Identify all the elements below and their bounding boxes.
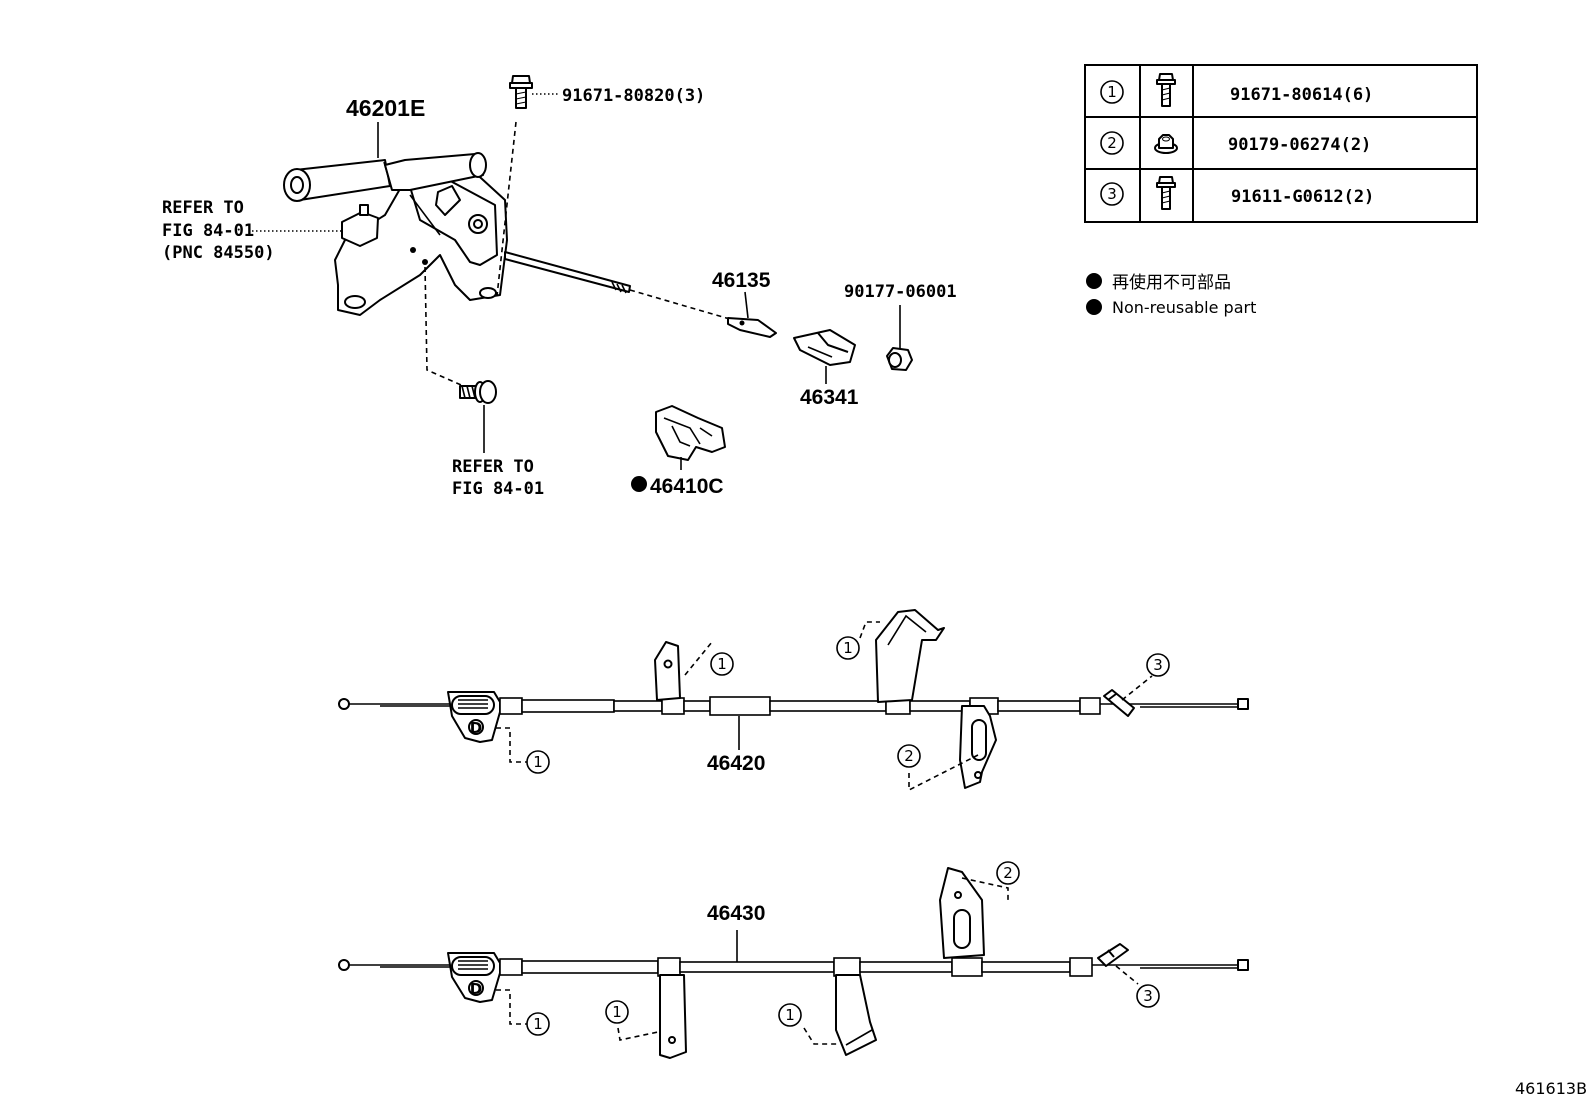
callout-circle (996, 861, 1020, 885)
callout-circle (1100, 182, 1124, 206)
nut-part-90177: 90177-06001 (844, 282, 957, 371)
part-label-90177-06001: 90177-06001 (844, 282, 957, 302)
callout-circle (1100, 131, 1124, 155)
flange-bolt-icon (1156, 176, 1176, 210)
callout-3: 3 (1143, 987, 1153, 1005)
part-label-46410c: 46410C (650, 475, 724, 498)
part-label-46420: 46420 (707, 752, 765, 775)
equalizer-part-46135: 46135 (712, 269, 777, 338)
legend-japanese: 再使用不可部品 (1112, 272, 1231, 293)
non-reusable-bullet-icon (631, 476, 647, 492)
callout-circle (605, 1000, 629, 1024)
legend: 再使用不可部品 Non-reusable part (1086, 272, 1256, 317)
table-part-number: 90179-06274(2) (1228, 135, 1371, 155)
callout-circle (526, 750, 550, 774)
callout-1: 1 (612, 1003, 622, 1021)
refer-note-line: (PNC 84550) (162, 243, 275, 263)
callout-circle (1146, 653, 1170, 677)
flange-nut-icon (1154, 134, 1178, 154)
svg-text:D: D (470, 980, 482, 998)
callout-3: 3 (1153, 656, 1163, 674)
table-part-number: 91611-G0612(2) (1231, 187, 1374, 207)
part-label-91671-80820: 91671-80820(3) (562, 86, 705, 106)
callout-circle (1136, 984, 1160, 1008)
callout-1: 1 (533, 1015, 543, 1033)
flange-bolt-icon (509, 75, 533, 109)
refer-note-switch: REFER TO FIG 84-01 (PNC 84550) (162, 198, 275, 263)
callout-circle (897, 744, 921, 768)
cable-46420: D (338, 609, 1249, 789)
lever-assembly (252, 121, 741, 389)
callout-2: 2 (1003, 864, 1013, 882)
table-row: 1 91671-80614(6) (1100, 73, 1373, 107)
callout-circle (1100, 80, 1124, 104)
table-part-number: 91671-80614(6) (1230, 85, 1373, 105)
table-ref: 1 (1107, 83, 1117, 101)
callout-circle (778, 1003, 802, 1027)
callout-2: 2 (904, 747, 914, 765)
callout-circle (526, 1012, 550, 1036)
callout-1: 1 (717, 655, 727, 673)
callout-1: 1 (533, 753, 543, 771)
refer-note-line: REFER TO (162, 198, 244, 218)
callout-circle (836, 636, 860, 660)
refer-note-line: FIG 84-01 (162, 221, 254, 241)
table-row: 3 91611-G0612(2) (1100, 176, 1374, 210)
drawing-number: 461613B (1515, 1079, 1587, 1098)
refer-note-line: REFER TO (452, 457, 534, 477)
clip-part-46410c: 46410C (631, 405, 726, 498)
refer-note-bolt: REFER TO FIG 84-01 (452, 457, 544, 499)
table-row: 2 90179-06274(2) (1100, 131, 1371, 155)
bolt-washer-icon (459, 380, 497, 404)
part-label-46341: 46341 (800, 386, 859, 409)
refer-note-line: FIG 84-01 (452, 479, 544, 499)
table-ref: 2 (1107, 134, 1117, 152)
svg-text:D: D (470, 719, 482, 737)
part-label-46430: 46430 (707, 902, 765, 925)
equalizer-part-46341: 46341 (793, 329, 859, 409)
cable-46430: D (338, 867, 1249, 1059)
callout-circle (710, 652, 734, 676)
part-label-46135: 46135 (712, 269, 771, 292)
flange-bolt-icon (1156, 73, 1176, 107)
fastener-table: 1 91671-80614(6) 2 90179-06274(2) (1084, 64, 1478, 223)
part-label-46201e: 46201E (346, 95, 425, 121)
callout-1: 1 (843, 639, 853, 657)
callout-1: 1 (785, 1006, 795, 1024)
legend-english: Non-reusable part (1112, 298, 1256, 317)
table-ref: 3 (1107, 185, 1117, 203)
non-reusable-bullet-icon (1086, 299, 1102, 315)
non-reusable-bullet-icon (1086, 273, 1102, 289)
